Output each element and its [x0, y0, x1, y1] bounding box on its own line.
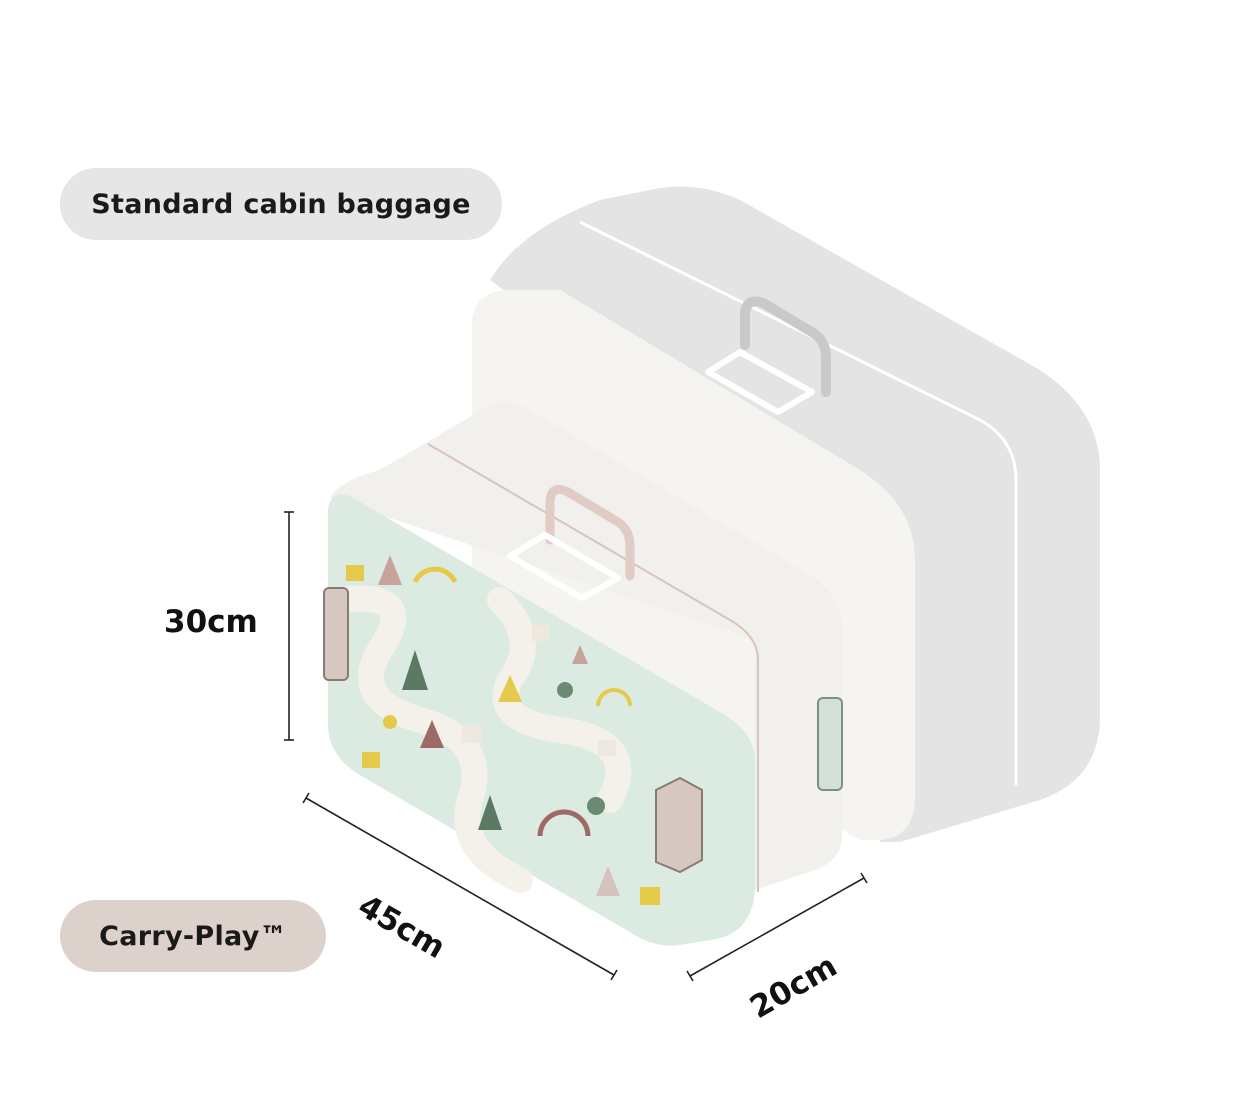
width-dimension-tick [302, 792, 310, 804]
depth-dimension-line [689, 877, 865, 977]
tree-icon [572, 645, 588, 664]
tree-icon [378, 555, 402, 585]
rainbow-icon [596, 688, 632, 707]
house-icon [532, 625, 550, 641]
standard-case-handle-base [705, 349, 815, 415]
height-dimension-label: 30cm [164, 604, 258, 640]
berry-icon [557, 682, 573, 698]
cloud-icon [587, 797, 605, 815]
standard-case-handle [740, 296, 831, 397]
standard-case-seam [579, 220, 1018, 785]
tree-icon [402, 650, 428, 690]
carry-case-side-clip [817, 697, 843, 791]
dimension-lines [284, 511, 868, 982]
tree-icon [420, 720, 444, 748]
carry-case-left-clip [323, 587, 349, 681]
carry-case-handle [545, 484, 635, 581]
standard-cabin-baggage-label: Standard cabin baggage [60, 168, 502, 240]
carry-case-side [330, 402, 842, 890]
width-dimension-tick [610, 969, 618, 981]
width-dimension-line [305, 797, 615, 976]
tree-icon [498, 675, 522, 702]
carry-case-handle-base [507, 532, 621, 601]
house-icon [598, 740, 616, 756]
house-icon [462, 725, 482, 743]
rainbow-icon [412, 566, 458, 584]
tree-icon [596, 866, 620, 896]
house-icon [640, 887, 660, 905]
berry-icon [383, 715, 397, 729]
depth-dimension-tick [686, 970, 694, 982]
depth-dimension-tick [860, 872, 868, 884]
house-icon [346, 565, 364, 581]
carry-play-case [323, 402, 843, 946]
rainbow-icon [537, 809, 591, 837]
carry-play-label: Carry-Play™ [60, 900, 326, 972]
house-icon [362, 752, 380, 768]
tree-icon [478, 795, 502, 830]
carry-case-front-clip [655, 776, 703, 874]
carry-case-top-seam [427, 443, 759, 892]
